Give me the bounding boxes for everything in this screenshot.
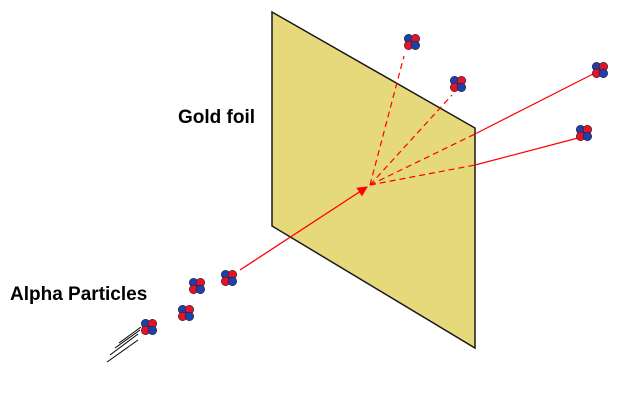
alpha-particle-icon <box>140 318 158 336</box>
alpha-particle-icon <box>575 124 593 142</box>
scattered-rays <box>369 55 596 186</box>
alpha-particles-group <box>140 33 609 336</box>
motion-lines-icon <box>106 326 142 363</box>
alpha-particle-icon <box>220 269 238 287</box>
scattered-ray-solid-3 <box>474 72 596 135</box>
gold-foil-label: Gold foil <box>178 107 256 128</box>
scattered-ray-dashed-1 <box>369 55 405 186</box>
alpha-particle-icon <box>591 61 609 79</box>
scattered-ray-dashed-4 <box>369 164 476 186</box>
alpha-particle-icon <box>449 75 467 93</box>
alpha-particle-icon <box>403 33 421 51</box>
scattered-ray-dashed-2 <box>369 94 453 186</box>
alpha-particle-icon <box>177 304 195 322</box>
gold-foil-plate <box>271 10 476 350</box>
alpha-particle-icon <box>188 277 206 295</box>
incident-beam-arrow <box>239 186 368 271</box>
alpha-particles-label: Alpha Particles <box>10 284 148 305</box>
scattered-ray-solid-4 <box>474 137 579 166</box>
